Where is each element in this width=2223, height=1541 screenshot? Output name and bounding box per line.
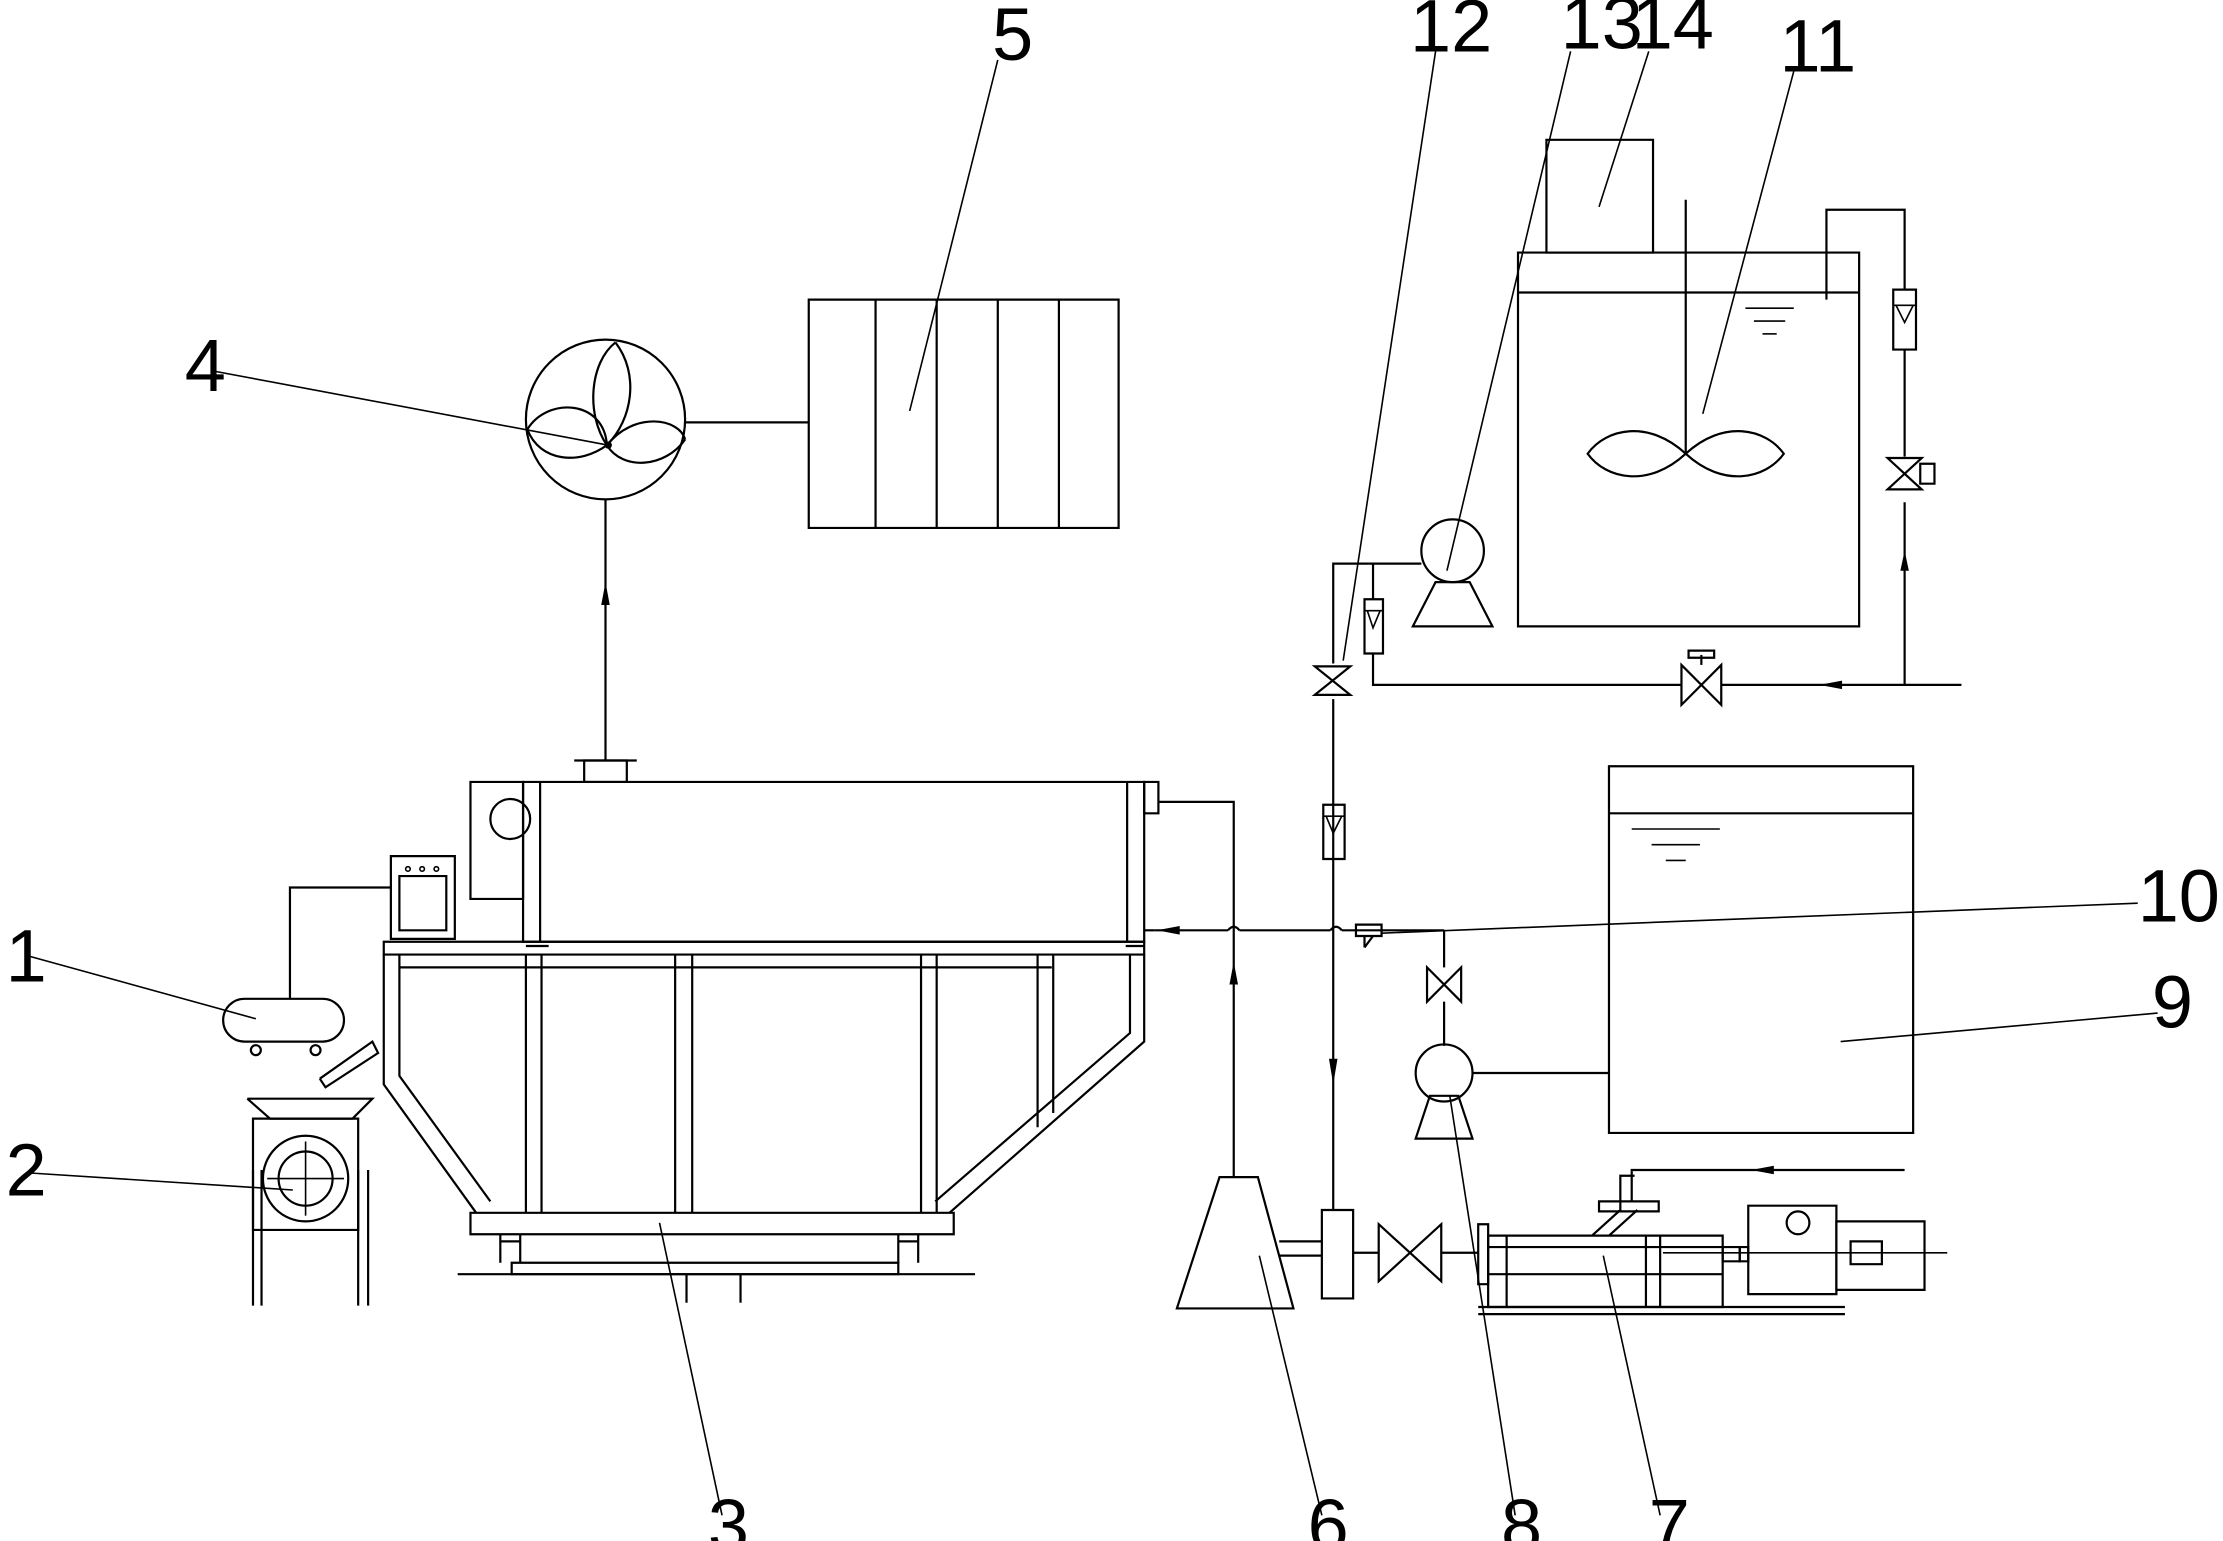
label-7: 7 <box>1649 1484 1690 1541</box>
piping <box>1154 699 1444 1210</box>
mixing-tank <box>1518 200 1859 627</box>
leader-lines <box>28 51 2157 1515</box>
label-1: 1 <box>6 915 47 998</box>
label-5: 5 <box>992 0 1033 76</box>
label-2: 2 <box>6 1129 47 1212</box>
exhaust-fan <box>526 340 809 761</box>
liquid-tank <box>1609 766 1913 1133</box>
feeder-hopper <box>247 1042 378 1306</box>
label-11: 11 <box>1780 4 1857 87</box>
label-8: 8 <box>1501 1484 1542 1541</box>
feed-pump <box>1416 930 1609 1138</box>
reference-labels: 1 2 3 4 5 6 7 8 9 10 11 12 13 14 <box>6 0 2220 1541</box>
label-6: 6 <box>1308 1484 1349 1541</box>
cyclone-cone <box>1158 802 1353 1309</box>
label-10: 10 <box>2138 855 2220 938</box>
label-4: 4 <box>185 324 226 407</box>
agitator-motor <box>1546 140 1653 253</box>
label-3: 3 <box>708 1484 749 1541</box>
filter-unit <box>809 300 1119 528</box>
dryer-body <box>384 761 1159 1303</box>
label-12: 12 <box>1410 0 1492 67</box>
dosing-pump <box>1315 210 1962 705</box>
label-13: 13 <box>1561 0 1643 65</box>
label-9: 9 <box>2152 960 2193 1043</box>
air-compressor <box>223 888 391 1056</box>
label-14: 14 <box>1632 0 1714 65</box>
screw-pump <box>1353 1165 1947 1314</box>
